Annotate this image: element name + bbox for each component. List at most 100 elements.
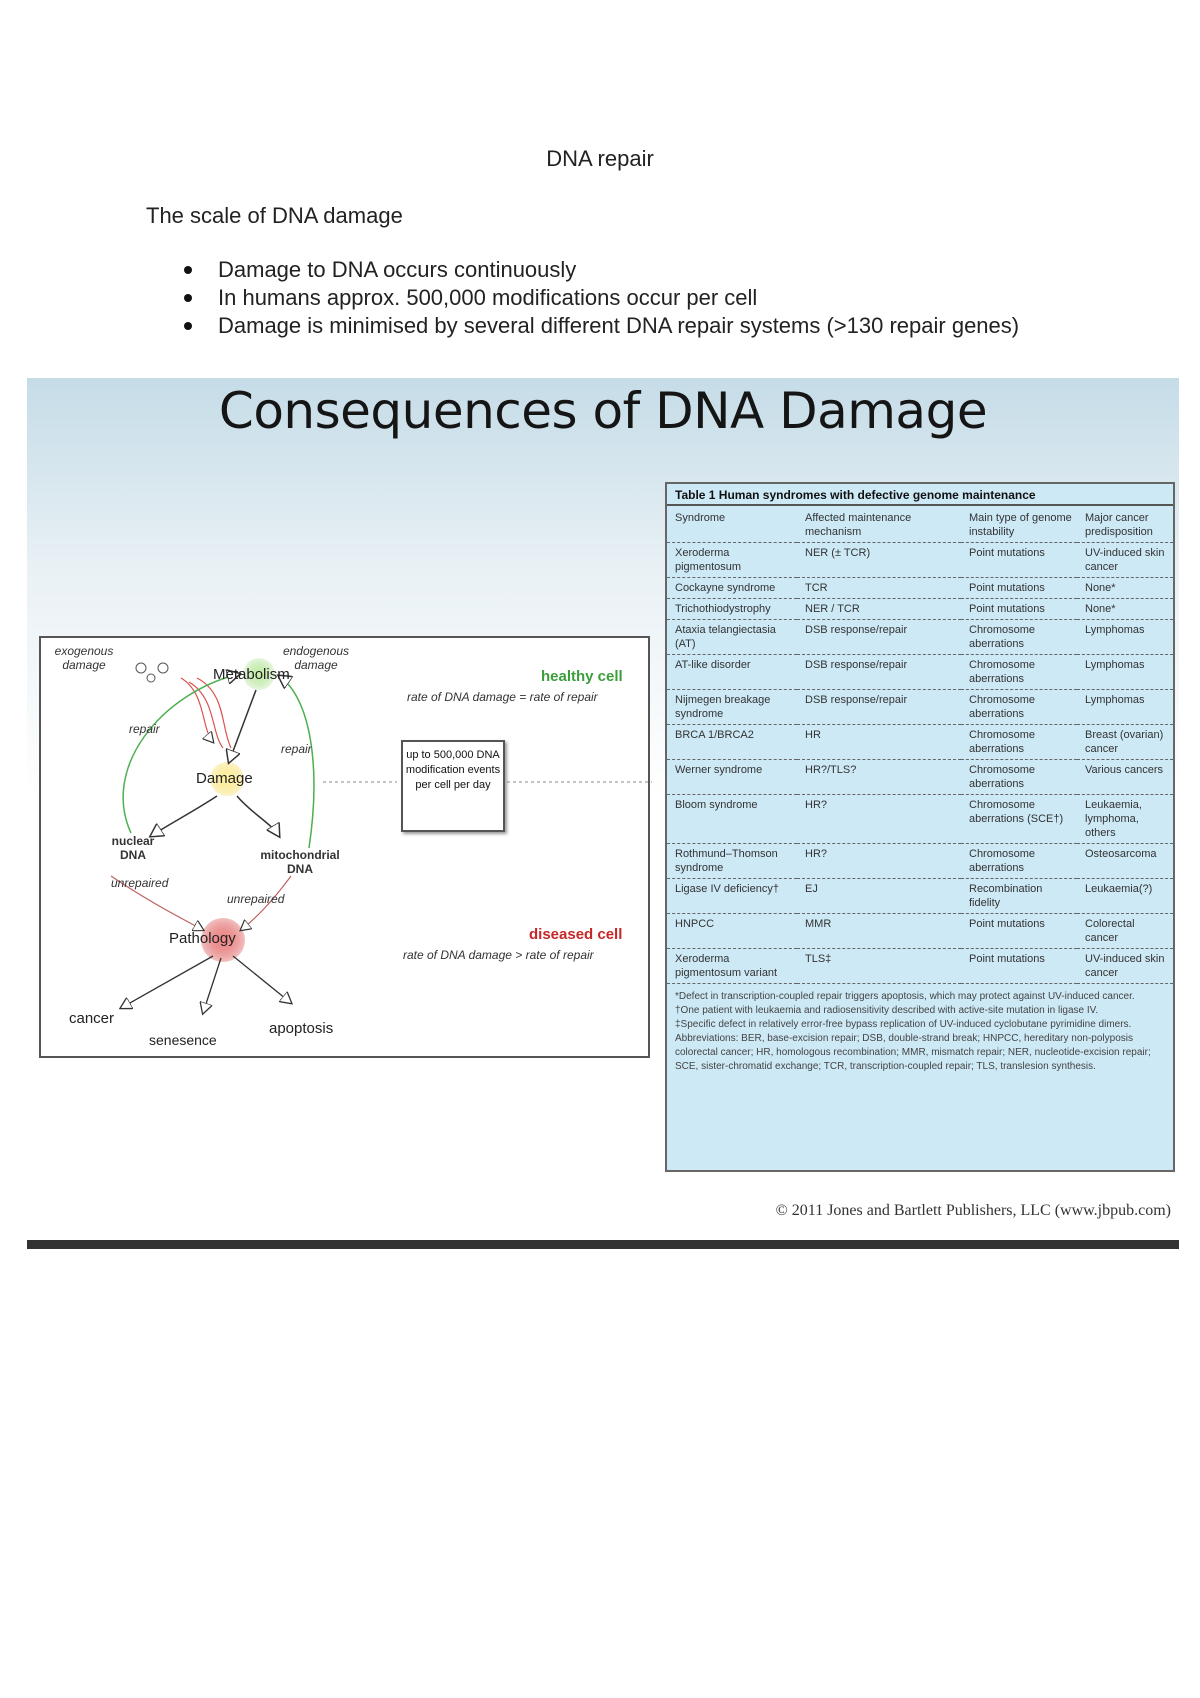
table-cell: NER (± TCR) — [797, 542, 961, 578]
endogenous-label: endogenous damage — [282, 644, 350, 672]
table-header-row: Syndrome Affected maintenance mechanism … — [667, 508, 1173, 543]
repair-label-right: repair — [281, 742, 312, 756]
slide-image: Consequences of DNA Damage — [27, 378, 1179, 1250]
footnote: *Defect in transcription-coupled repair … — [675, 991, 1135, 1002]
table-cell: NER / TCR — [797, 598, 961, 620]
mitochondrial-dna-label: mitochondrial DNA — [260, 848, 340, 876]
table-cell: DSB response/repair — [797, 654, 961, 690]
healthy-cell-label: healthy cell — [541, 668, 623, 685]
column-header: Major cancer predisposition — [1077, 508, 1173, 543]
footnote: Abbreviations: BER, base-excision repair… — [675, 1033, 1151, 1072]
table-cell: Chromosome aberrations — [961, 619, 1077, 655]
footnote: †One patient with leukaemia and radiosen… — [675, 1005, 1099, 1016]
table-cell: Leukaemia, lymphoma, others — [1077, 794, 1173, 844]
table-cell: Breast (ovarian) cancer — [1077, 724, 1173, 760]
column-header: Syndrome — [667, 508, 797, 543]
table-cell: HR? — [797, 843, 961, 879]
dna-damage-diagram: exogenous damage endogenous damage Metab… — [39, 636, 652, 1060]
table-cell: Leukaemia(?) — [1077, 878, 1173, 914]
table-cell: Osteosarcoma — [1077, 843, 1173, 879]
table-cell: Ataxia telangiectasia (AT) — [667, 619, 797, 655]
metabolism-glow — [243, 658, 275, 690]
table-cell: Recombination fidelity — [961, 878, 1077, 914]
pathology-node: Pathology — [169, 930, 236, 947]
table-cell: Chromosome aberrations — [961, 689, 1077, 725]
table-cell: UV-induced skin cancer — [1077, 948, 1173, 984]
unrepaired-label-left: unrepaired — [111, 876, 169, 890]
table-cell: Various cancers — [1077, 759, 1173, 795]
slide-title: Consequences of DNA Damage — [218, 382, 988, 440]
molecule-icon — [135, 662, 147, 674]
table-cell: Chromosome aberrations — [961, 724, 1077, 760]
senescence-outcome: senesence — [149, 1032, 217, 1048]
table-cell: Chromosome aberrations — [961, 843, 1077, 879]
table-cell: BRCA 1/BRCA2 — [667, 724, 797, 760]
slide-bottom-bar — [27, 1240, 1179, 1249]
table-cell: Ligase IV deficiency† — [667, 878, 797, 914]
column-header: Affected maintenance mechanism — [797, 508, 961, 543]
table-cell: HR?/TLS? — [797, 759, 961, 795]
table-footnotes: *Defect in transcription-coupled repair … — [667, 984, 1173, 1080]
bullet-item: Damage is minimised by several different… — [176, 312, 1056, 340]
table-cell: MMR — [797, 913, 961, 949]
table-cell: Chromosome aberrations (SCE†) — [961, 794, 1077, 844]
table-cell: Cockayne syndrome — [667, 577, 797, 599]
table-cell: AT-like disorder — [667, 654, 797, 690]
table-cell: Point mutations — [961, 913, 1077, 949]
table-cell: Lymphomas — [1077, 689, 1173, 725]
bullet-item: In humans approx. 500,000 modifications … — [176, 284, 1056, 312]
bullet-item: Damage to DNA occurs continuously — [176, 256, 1056, 284]
molecule-icon — [146, 673, 156, 683]
syndromes-table: Syndrome Affected maintenance mechanism … — [667, 508, 1173, 984]
damage-glow — [210, 762, 244, 796]
table-cell: Rothmund–Thomson syndrome — [667, 843, 797, 879]
table-cell: Nijmegen breakage syndrome — [667, 689, 797, 725]
exogenous-label: exogenous damage — [54, 644, 114, 672]
table-cell: EJ — [797, 878, 961, 914]
table-cell: Xeroderma pigmentosum variant — [667, 948, 797, 984]
table-cell: HR — [797, 724, 961, 760]
footnote: ‡Specific defect in relatively error-fre… — [675, 1019, 1132, 1030]
healthy-rate-label: rate of DNA damage = rate of repair — [407, 690, 598, 704]
unrepaired-label-right: unrepaired — [227, 892, 285, 906]
table-cell: TCR — [797, 577, 961, 599]
repair-label-left: repair — [129, 722, 160, 736]
table-cell: HNPCC — [667, 913, 797, 949]
modification-callout: up to 500,000 DNA modification events pe… — [401, 740, 505, 832]
metabolism-node: Metabolism — [213, 666, 290, 683]
apoptosis-outcome: apoptosis — [269, 1020, 334, 1037]
table-cell: UV-induced skin cancer — [1077, 542, 1173, 578]
table-cell: Xeroderma pigmentosum — [667, 542, 797, 578]
section-heading: The scale of DNA damage — [146, 203, 403, 228]
diseased-cell-label: diseased cell — [529, 926, 623, 943]
diseased-rate-label: rate of DNA damage > rate of repair — [403, 948, 594, 962]
table-cell: Werner syndrome — [667, 759, 797, 795]
table-cell: Trichothiodystrophy — [667, 598, 797, 620]
table-cell: HR? — [797, 794, 961, 844]
table-cell: TLS‡ — [797, 948, 961, 984]
table-cell: None* — [1077, 577, 1173, 599]
table-cell: Bloom syndrome — [667, 794, 797, 844]
table-cell: Colorectal cancer — [1077, 913, 1173, 949]
table-cell: DSB response/repair — [797, 619, 961, 655]
nuclear-dna-label: nuclear DNA — [111, 834, 155, 862]
pathology-glow — [201, 918, 245, 962]
table-cell: Chromosome aberrations — [961, 759, 1077, 795]
page-title: DNA repair — [546, 146, 654, 171]
table-row: Ataxia telangiectasia (AT)DSB response/r… — [667, 619, 1173, 655]
table-cell: Lymphomas — [1077, 619, 1173, 655]
diagram-arrows — [110, 658, 652, 1060]
table-cell: Chromosome aberrations — [961, 654, 1077, 690]
